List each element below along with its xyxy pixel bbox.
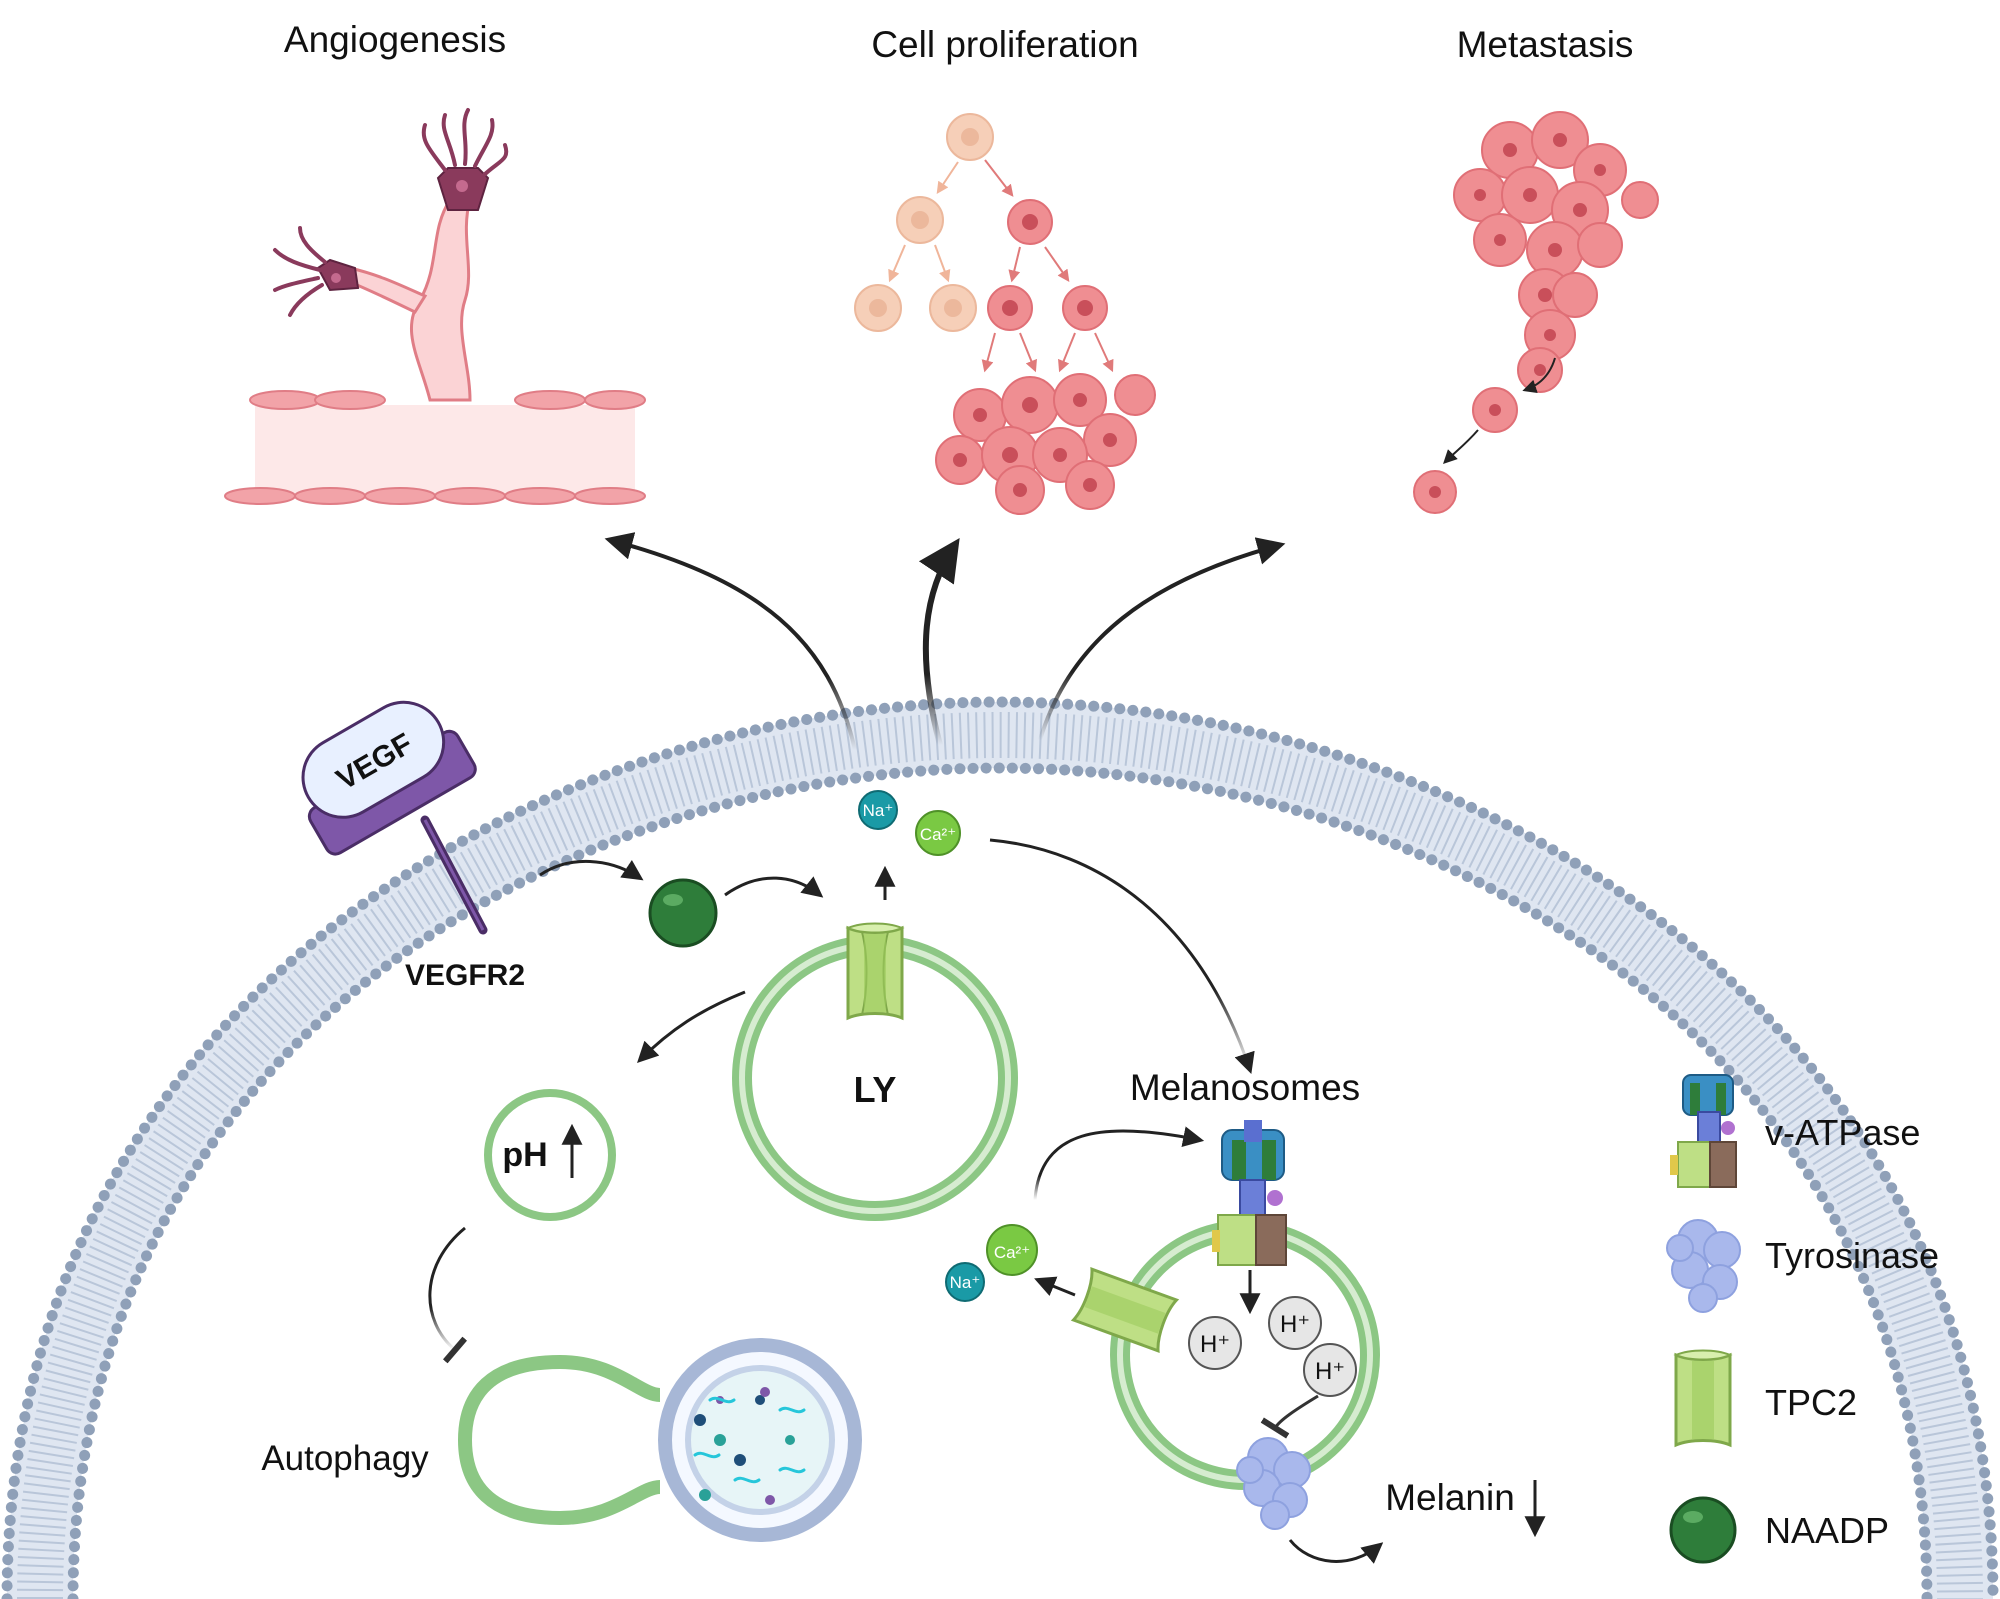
svg-text:H⁺: H⁺ [1200, 1331, 1230, 1358]
cell-proliferation-illustration [854, 113, 1156, 515]
v-atpase-melanosome [1212, 1120, 1287, 1266]
legend-label-v-atpase: v-ATPase [1765, 1112, 1920, 1153]
legend: v-ATPase Tyrosinase TPC2 NAADP [1666, 1074, 1939, 1564]
cell-membrane [1, 696, 1999, 1599]
svg-text:H⁺: H⁺ [1315, 1358, 1345, 1385]
sodium-ion-top: Na⁺ [858, 790, 898, 830]
svg-text:Na⁺: Na⁺ [863, 801, 894, 820]
naadp-molecule [648, 878, 718, 948]
melanosomes-label: Melanosomes [1130, 1067, 1360, 1108]
proton-ion-1: H⁺ [1188, 1316, 1242, 1370]
metastasis-illustration [1413, 111, 1659, 514]
ph-label: pH [502, 1136, 547, 1174]
lysosome-label: LY [854, 1069, 897, 1110]
autophagosome [457, 1338, 862, 1542]
vegfr2-label: VEGFR2 [405, 959, 525, 992]
svg-text:Na⁺: Na⁺ [950, 1273, 981, 1292]
svg-text:Ca²⁺: Ca²⁺ [920, 825, 956, 844]
outcome-arrows [604, 532, 1286, 751]
legend-label-tpc2: TPC2 [1765, 1382, 1857, 1423]
cell-proliferation-label: Cell proliferation [871, 24, 1138, 65]
tyrosinase-enzyme [1236, 1437, 1311, 1530]
angiogenesis-label: Angiogenesis [284, 19, 506, 60]
proton-ion-2: H⁺ [1268, 1296, 1322, 1350]
legend-label-naadp: NAADP [1765, 1510, 1889, 1551]
autophagy-label: Autophagy [261, 1439, 429, 1478]
svg-text:H⁺: H⁺ [1280, 1311, 1310, 1338]
tpc2-channel-lysosome [845, 922, 905, 1021]
calcium-ion-bottom: Ca²⁺ [986, 1224, 1038, 1276]
v-atpase-icon [1670, 1074, 1737, 1188]
lysosome [732, 935, 1018, 1221]
svg-text:Ca²⁺: Ca²⁺ [994, 1243, 1030, 1262]
metastasis-label: Metastasis [1457, 24, 1634, 65]
vegf-receptor: VEGF [301, 700, 488, 935]
calcium-ion-top: Ca²⁺ [915, 810, 961, 856]
tpc2-channel-melanosome [1070, 1267, 1180, 1353]
melanin-label: Melanin [1385, 1477, 1515, 1518]
legend-label-tyrosinase: Tyrosinase [1765, 1235, 1939, 1276]
sodium-ion-bottom: Na⁺ [945, 1262, 985, 1302]
tyrosinase-icon [1666, 1219, 1741, 1313]
naadp-icon [1669, 1496, 1737, 1564]
angiogenesis-illustration [224, 108, 646, 505]
proton-ion-3: H⁺ [1303, 1343, 1357, 1397]
tpc2-icon [1673, 1349, 1733, 1448]
